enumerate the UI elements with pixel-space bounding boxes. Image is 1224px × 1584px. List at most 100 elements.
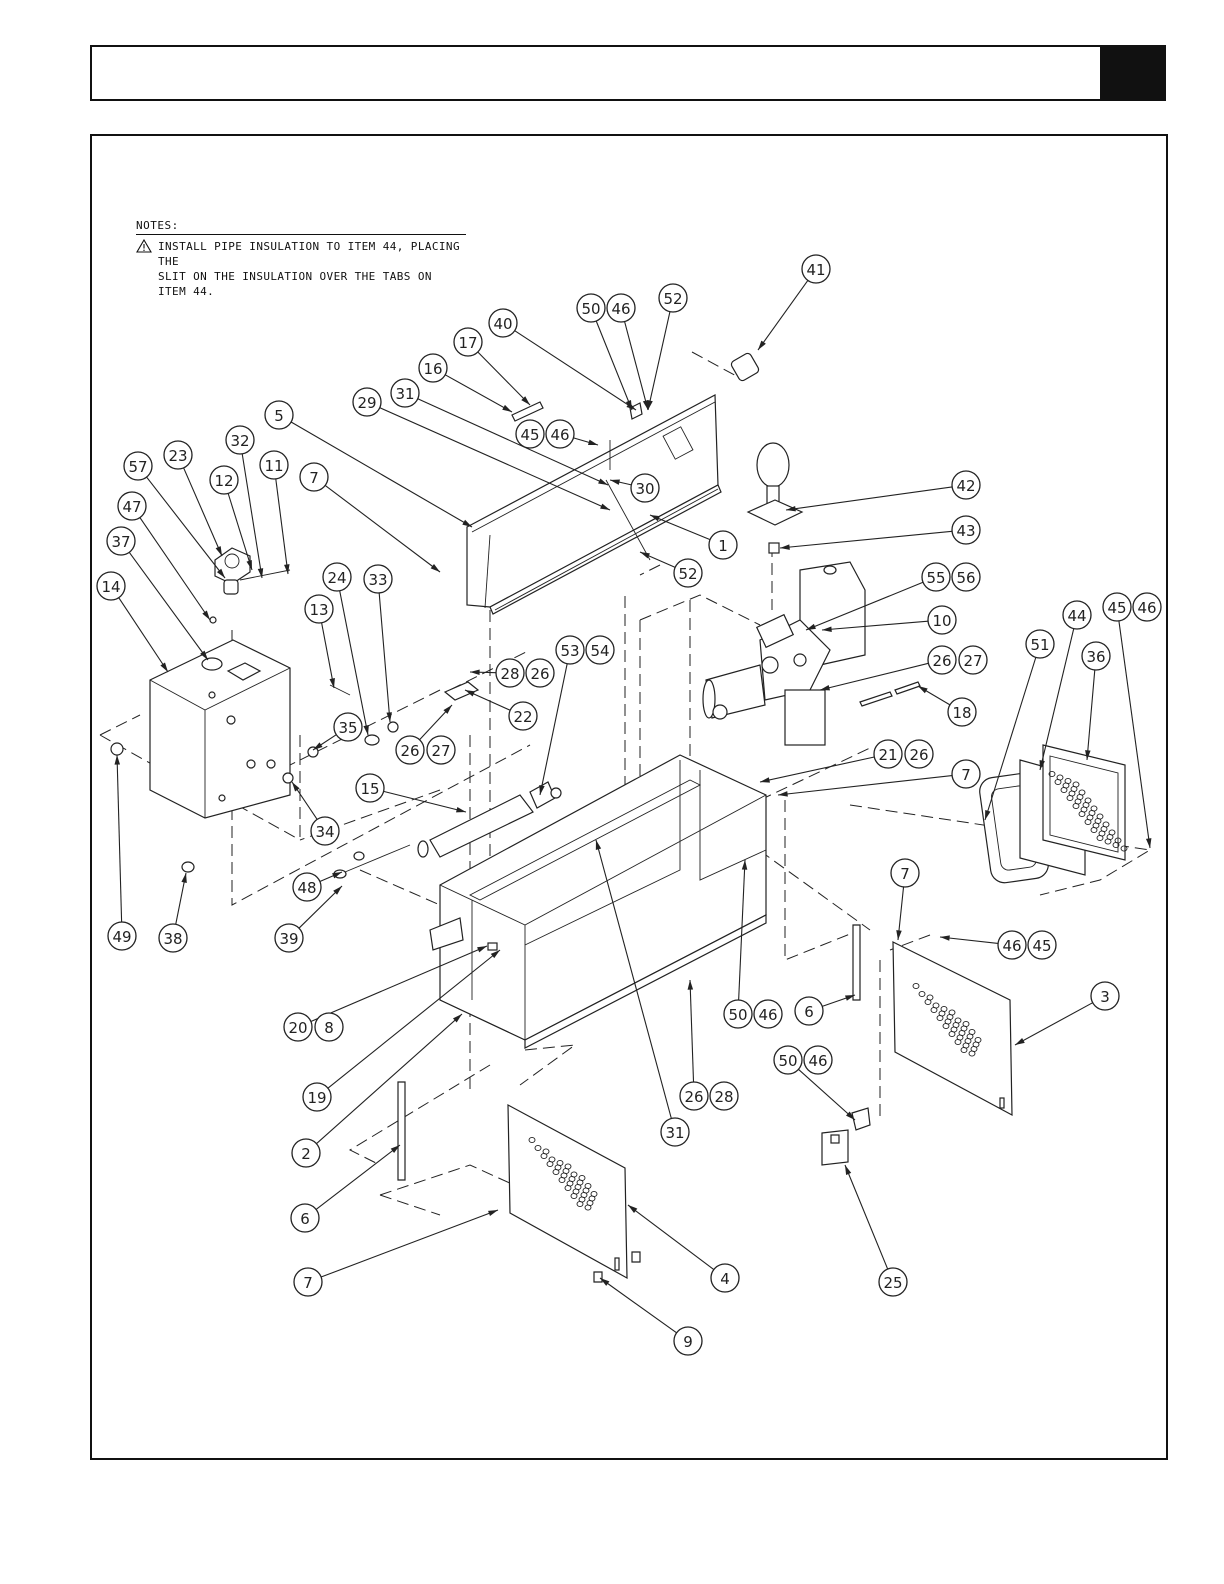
perforation-hole [948, 1030, 956, 1038]
leader-line [477, 351, 531, 406]
callout-45: 45 [515, 419, 545, 449]
leader-line [316, 1013, 463, 1145]
callout-38: 38 [158, 923, 188, 953]
leader-arrowhead [452, 1014, 462, 1023]
callout-label: 28 [714, 1088, 733, 1106]
perforation-hole [534, 1144, 542, 1152]
small-tube [333, 844, 411, 879]
callout-label: 44 [1067, 607, 1086, 625]
perforation-hole [930, 1006, 938, 1014]
leader-arrowhead [940, 935, 950, 941]
callout-53: 53 [555, 635, 585, 665]
callout-29: 29 [352, 387, 382, 417]
perforation-hole [1060, 786, 1068, 794]
callout-16: 16 [418, 353, 448, 383]
leader-line [128, 551, 209, 661]
callout-51: 51 [1025, 629, 1055, 659]
leader-line [649, 514, 711, 541]
leader-line [241, 453, 263, 579]
callout-57: 57 [123, 451, 153, 481]
callout-8: 8 [314, 1012, 344, 1042]
callout-9: 9 [673, 1326, 703, 1356]
callout-label: 1 [718, 537, 728, 555]
callout-label: 7 [309, 469, 319, 487]
leader-arrowhead [780, 544, 790, 550]
callout-label: 7 [303, 1274, 313, 1292]
leader-line [757, 280, 809, 351]
leader-line [785, 486, 953, 511]
perforation-hole [576, 1200, 584, 1208]
leader-arrowhead [502, 404, 512, 412]
perforation-hole [942, 1022, 950, 1030]
bracket-22 [443, 681, 480, 701]
leader-arrowhead [456, 806, 466, 813]
callout-31: 31 [390, 378, 420, 408]
callout-10: 10 [927, 605, 957, 635]
leader-line [939, 936, 999, 945]
callout-label: 51 [1030, 636, 1049, 654]
panel-perforations [528, 770, 1128, 1211]
leader-line [383, 790, 467, 813]
callout-49: 49 [107, 921, 137, 951]
leader-arrowhead [215, 546, 222, 556]
leader-line [275, 478, 289, 575]
perforation-hole [968, 1050, 976, 1057]
leader-arrowhead [600, 1278, 610, 1286]
burner-tube [417, 781, 562, 858]
leader-line [417, 398, 609, 486]
leader-arrowhead [845, 1111, 855, 1120]
callout-50: 50 [576, 293, 606, 323]
leader-line [315, 1144, 401, 1210]
leader-arrowhead [687, 980, 694, 990]
perforation-hole [936, 1014, 944, 1022]
leader-arrowhead [650, 515, 660, 522]
leader-arrowhead [332, 872, 342, 879]
callout-20: 20 [283, 1012, 313, 1042]
leader-line [624, 321, 649, 411]
leader-arrowhead [845, 995, 855, 1001]
callout-label: 46 [758, 1006, 777, 1024]
leader-arrowhead [521, 396, 530, 405]
callout-7: 7 [951, 759, 981, 789]
callout-46: 46 [545, 419, 575, 449]
leader-line [595, 320, 633, 411]
callout-label: 3 [1100, 988, 1110, 1006]
leader-line [595, 839, 672, 1119]
callout-37: 37 [106, 526, 136, 556]
callout-label: 12 [214, 472, 233, 490]
perforation-hole [1096, 834, 1104, 842]
callout-label: 57 [128, 458, 147, 476]
callout-50: 50 [773, 1045, 803, 1075]
leader-arrowhead [470, 669, 480, 676]
callout-4: 4 [710, 1263, 740, 1293]
fittings-49-38 [110, 742, 195, 873]
leader-arrowhead [430, 564, 440, 572]
leader-arrowhead [462, 519, 472, 527]
leader-arrowhead [647, 400, 653, 410]
callout-label: 40 [493, 315, 512, 333]
perforation-hole [558, 1176, 566, 1184]
leader-line [116, 754, 123, 923]
leader-arrowhead [490, 950, 500, 959]
leader-line [821, 620, 929, 631]
leader-line [339, 590, 369, 736]
callout-6: 6 [290, 1203, 320, 1233]
callout-26: 26 [395, 735, 425, 765]
leader-line [1014, 1002, 1093, 1046]
section-tab [1100, 45, 1166, 101]
leader-arrowhead [539, 785, 545, 795]
notes-title: NOTES: [136, 218, 466, 235]
leader-arrowhead [114, 755, 121, 765]
callout-5: 5 [264, 400, 294, 430]
leader-arrowhead [181, 873, 187, 883]
front-panel-4 [507, 1103, 641, 1283]
perforation-hole [584, 1204, 592, 1211]
leader-line [805, 581, 924, 631]
leader-arrowhead [985, 810, 991, 820]
callout-label: 52 [678, 565, 697, 583]
callout-label: 14 [101, 578, 120, 596]
callout-28: 28 [709, 1081, 739, 1111]
leader-arrowhead [329, 678, 335, 688]
side-panel-3 [892, 941, 1013, 1117]
